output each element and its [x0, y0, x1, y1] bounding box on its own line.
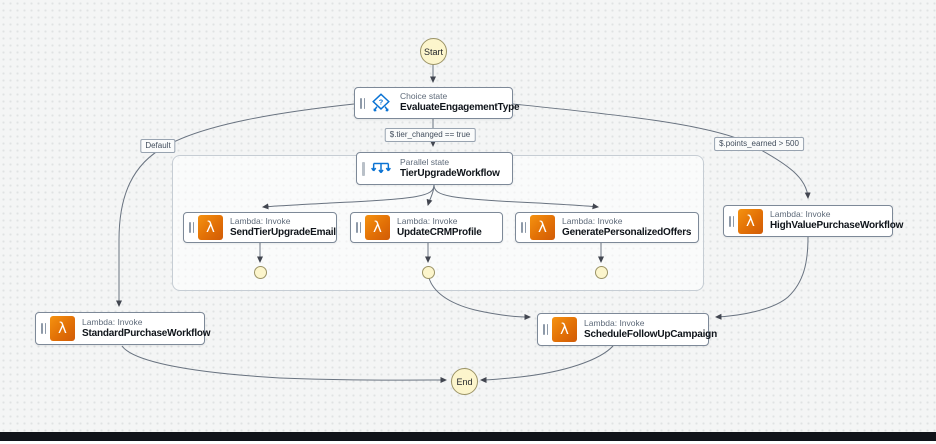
- state-name: EvaluateEngagementType: [400, 102, 520, 114]
- drag-handle-icon[interactable]: [521, 222, 526, 233]
- state-name: SendTierUpgradeEmail: [230, 226, 336, 238]
- lambda-icon: λ: [365, 215, 390, 240]
- lambda-icon: λ: [552, 317, 577, 342]
- state-type-label: Lambda: Invoke: [584, 317, 645, 328]
- state-generate-personalized-offers[interactable]: λ Lambda: Invoke GeneratePersonalizedOff…: [515, 212, 699, 243]
- lambda-glyph: λ: [58, 319, 67, 337]
- state-standard-purchase-workflow[interactable]: λ Lambda: Invoke StandardPurchaseWorkflo…: [35, 312, 211, 345]
- state-high-value-purchase-workflow[interactable]: λ Lambda: Invoke HighValuePurchaseWorkfl…: [723, 205, 903, 237]
- drag-handle-icon[interactable]: [362, 161, 365, 176]
- lambda-glyph: λ: [373, 218, 382, 236]
- state-name: HighValuePurchaseWorkflow: [770, 220, 904, 232]
- taskbar-strip: [0, 432, 936, 441]
- edge-standard-to-end: [121, 345, 447, 384]
- state-type-label: Lambda: Invoke: [397, 215, 458, 226]
- edge-choice-default-to-standard: [116, 103, 355, 307]
- state-name: TierUpgradeWorkflow: [400, 167, 500, 179]
- state-send-tier-upgrade-email[interactable]: λ Lambda: Invoke SendTierUpgradeEmail: [183, 212, 337, 243]
- drag-handle-icon[interactable]: [543, 324, 548, 335]
- parallel-state-icon: [369, 157, 393, 181]
- drag-handle-icon[interactable]: [41, 323, 46, 334]
- edge-parallel-to-send: [262, 184, 435, 210]
- condition-label-default: Default: [140, 139, 176, 153]
- choice-state-icon: ?: [369, 91, 393, 115]
- state-type-label: Choice state: [400, 91, 448, 102]
- state-name: StandardPurchaseWorkflow: [82, 327, 211, 339]
- lambda-glyph: λ: [560, 320, 569, 338]
- lambda-glyph: λ: [538, 218, 547, 236]
- drag-handle-icon[interactable]: [356, 222, 361, 233]
- branch-end-dot: [422, 266, 435, 279]
- edge-schedule-to-end: [480, 345, 614, 383]
- condition-label-tier-changed: $.tier_changed == true: [384, 128, 476, 142]
- state-type-label: Lambda: Invoke: [770, 209, 831, 220]
- lambda-icon: λ: [198, 215, 223, 240]
- lambda-icon: λ: [50, 316, 75, 341]
- branch-end-dot: [595, 266, 608, 279]
- start-label: Start: [423, 46, 443, 57]
- state-type-label: Lambda: Invoke: [562, 215, 623, 226]
- drag-handle-icon[interactable]: [189, 222, 194, 233]
- state-name: UpdateCRMProfile: [397, 226, 482, 238]
- edge-highvalue-to-schedule: [715, 236, 809, 320]
- state-type-label: Lambda: Invoke: [82, 316, 143, 327]
- lambda-glyph: λ: [746, 211, 755, 230]
- state-evaluate-engagement-type[interactable]: ? Choice state EvaluateEngagementType: [354, 87, 520, 119]
- end-node: End: [451, 368, 478, 395]
- state-update-crm-profile[interactable]: λ Lambda: Invoke UpdateCRMProfile: [350, 212, 503, 243]
- branch-end-dot: [254, 266, 267, 279]
- lambda-glyph: λ: [206, 218, 215, 236]
- state-schedule-follow-up-campaign[interactable]: λ Lambda: Invoke ScheduleFollowUpCampaig…: [537, 313, 717, 346]
- edge-parallel-to-schedule: [428, 277, 531, 320]
- end-label: End: [456, 376, 473, 387]
- edge-parallel-to-generate: [433, 184, 599, 210]
- drag-handle-icon[interactable]: [360, 97, 365, 109]
- state-type-label: Lambda: Invoke: [230, 215, 291, 226]
- edge-choice-to-highvalue: [512, 103, 811, 199]
- svg-text:?: ?: [379, 97, 384, 106]
- state-tier-upgrade-workflow[interactable]: Parallel state TierUpgradeWorkflow: [356, 152, 513, 185]
- drag-handle-icon[interactable]: [729, 215, 734, 227]
- condition-label-points-earned: $.points_earned > 500: [714, 137, 804, 151]
- state-name: GeneratePersonalizedOffers: [562, 226, 692, 238]
- lambda-icon: λ: [738, 208, 763, 234]
- bottom-white-strip: [0, 441, 936, 444]
- lambda-icon: λ: [530, 215, 555, 240]
- start-node: Start: [420, 38, 447, 65]
- state-name: ScheduleFollowUpCampaign: [584, 328, 717, 340]
- state-type-label: Parallel state: [400, 156, 450, 167]
